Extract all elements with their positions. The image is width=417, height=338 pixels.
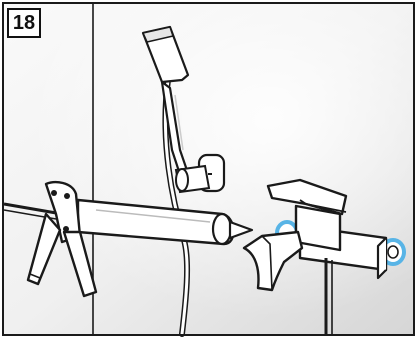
step-number-badge: 18 [7, 8, 41, 38]
